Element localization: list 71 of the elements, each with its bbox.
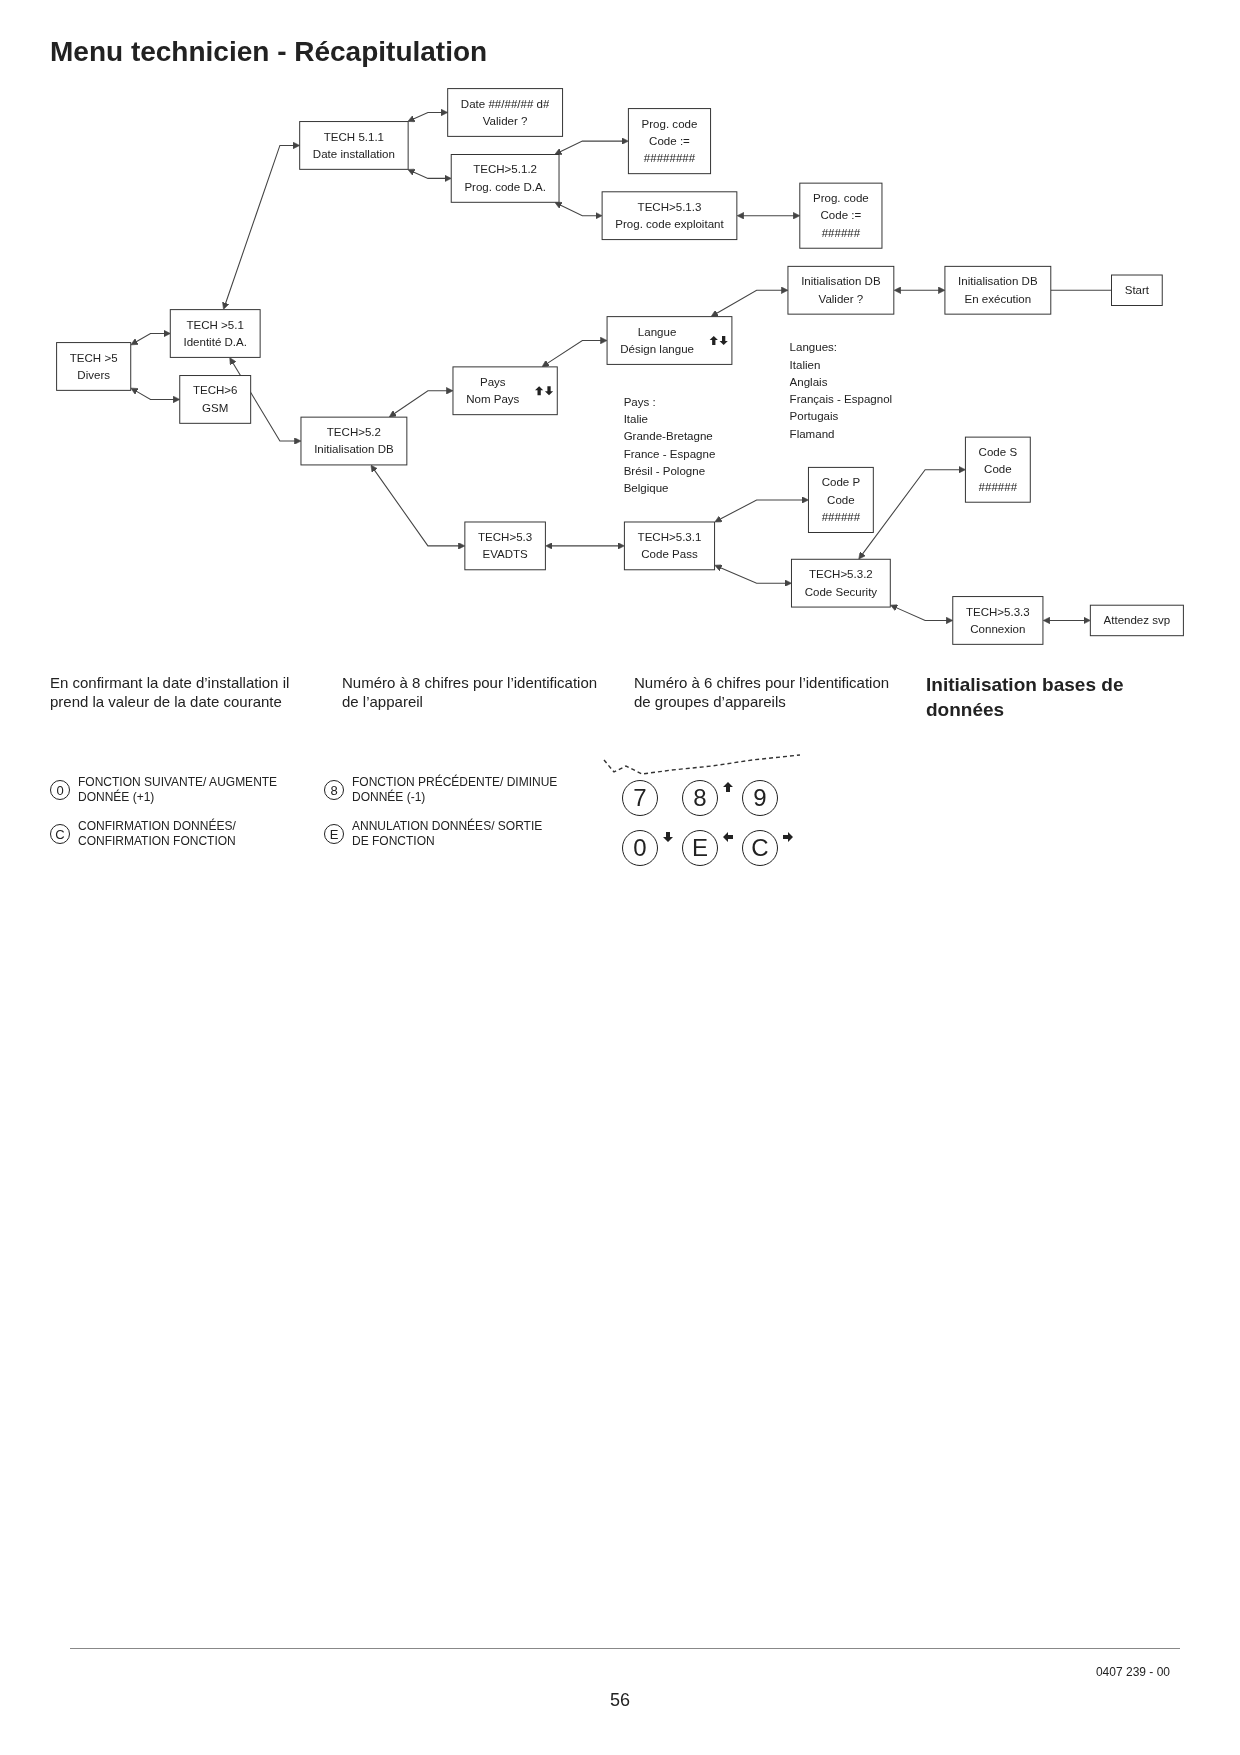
node-box: Prog. code Code := ######## — [627, 108, 712, 175]
note-text: En confirmant la date d’installation il prend la valeur de la date courante — [50, 672, 291, 712]
node-label: Brésil - Pologne — [623, 464, 706, 478]
connector — [1050, 289, 1113, 291]
section-heading: Initialisation bases de données — [926, 672, 1125, 722]
legend-text: FONCTION SUIVANTE/ AUGMENTE DONNÉE (+1) — [78, 775, 279, 806]
keypad-key: 9 — [742, 780, 778, 817]
node-label: Italie — [623, 412, 648, 426]
note-text: Numéro à 8 chifres pour l’identification de l’appareil — [342, 672, 599, 712]
node-box: TECH>5.3.1 Code Pass — [623, 521, 716, 571]
node-label: Italien — [789, 357, 821, 371]
arrow — [858, 466, 966, 560]
arrow — [710, 286, 789, 317]
node-box: Start — [1111, 274, 1163, 306]
arrow — [130, 387, 181, 404]
arrow — [407, 108, 448, 123]
node-box: TECH>5.3.3 Connexion — [952, 596, 1044, 645]
node-label: Grande-Bretagne — [623, 429, 713, 443]
arrow — [554, 137, 629, 155]
legend-text: FONCTION PRÉCÉDENTE/ DIMINUE DONNÉE (-1) — [352, 775, 559, 806]
arrow — [554, 202, 603, 220]
page-title: Menu technicien - Récapitulation — [50, 36, 488, 68]
node-label: Anglais — [789, 375, 828, 389]
node-label: Flamand — [789, 427, 835, 441]
node-box: Date ##/##/## d# Valider ? — [447, 88, 564, 137]
node-label: Belgique — [623, 481, 669, 495]
node-box: Initialisation DB Valider ? — [787, 265, 895, 315]
arrow — [1042, 616, 1091, 625]
node-box: TECH >5.1 Identité D.A. — [169, 309, 261, 358]
node-label: Langues: — [789, 340, 838, 354]
node-label: France - Espagne — [623, 447, 716, 461]
node-box: Code S Code ###### — [964, 436, 1031, 503]
node-box: TECH >5 Divers — [56, 342, 132, 391]
page-number: 56 — [610, 1690, 630, 1711]
node-box: TECH>5.1.3 Prog. code exploitant — [601, 191, 738, 241]
arrow — [545, 542, 625, 550]
arrow — [736, 212, 801, 220]
arrow — [130, 329, 171, 346]
arrow — [389, 387, 454, 418]
arrow — [890, 604, 954, 625]
legend-text: CONFIRMATION DONNÉES/ CONFIRMATION FONCTION — [78, 819, 237, 850]
keypad-key: 8 — [682, 780, 718, 817]
node-box: TECH>5.3.2 Code Security — [790, 558, 891, 608]
node-box: TECH>5.1.2 Prog. code D.A. — [450, 154, 560, 203]
node-box: Langue Désign langue — [606, 316, 733, 365]
keypad-key: C — [742, 830, 778, 867]
document-code: 0407 239 - 00 — [1095, 1665, 1170, 1679]
arrow — [541, 336, 608, 368]
arrow — [714, 496, 809, 523]
legend-text: ANNULATION DONNÉES/ SORTIE DE FONCTION — [352, 819, 544, 850]
arrow — [222, 141, 300, 310]
keypad-key: E — [682, 830, 718, 867]
node-box: TECH>5.3 EVADTS — [464, 521, 546, 571]
arrow — [370, 464, 466, 550]
node-box: Attendez svp — [1089, 604, 1184, 637]
arrow — [714, 564, 792, 587]
keypad-key: 0 — [622, 830, 658, 867]
node-label: Pays : — [623, 395, 656, 409]
node-box: Pays Nom Pays — [452, 366, 558, 416]
node-box: Prog. code Code := ###### — [799, 182, 883, 249]
node-label: Français - Espagnol — [789, 392, 893, 406]
keypad-key: 7 — [622, 780, 658, 817]
arrow — [407, 168, 452, 183]
node-box: TECH 5.1.1 Date installation — [299, 121, 409, 170]
node-box: TECH>5.2 Initialisation DB — [300, 416, 408, 466]
arrow — [893, 286, 946, 294]
note-text: Numéro à 6 chifres pour l’identification de groupes d’appareils — [634, 672, 891, 712]
node-label: Portugais — [789, 409, 839, 423]
node-box: Code P Code ###### — [807, 466, 874, 533]
node-box: TECH>6 GSM — [179, 375, 252, 424]
node-box: Initialisation DB En exécution — [944, 265, 1052, 315]
